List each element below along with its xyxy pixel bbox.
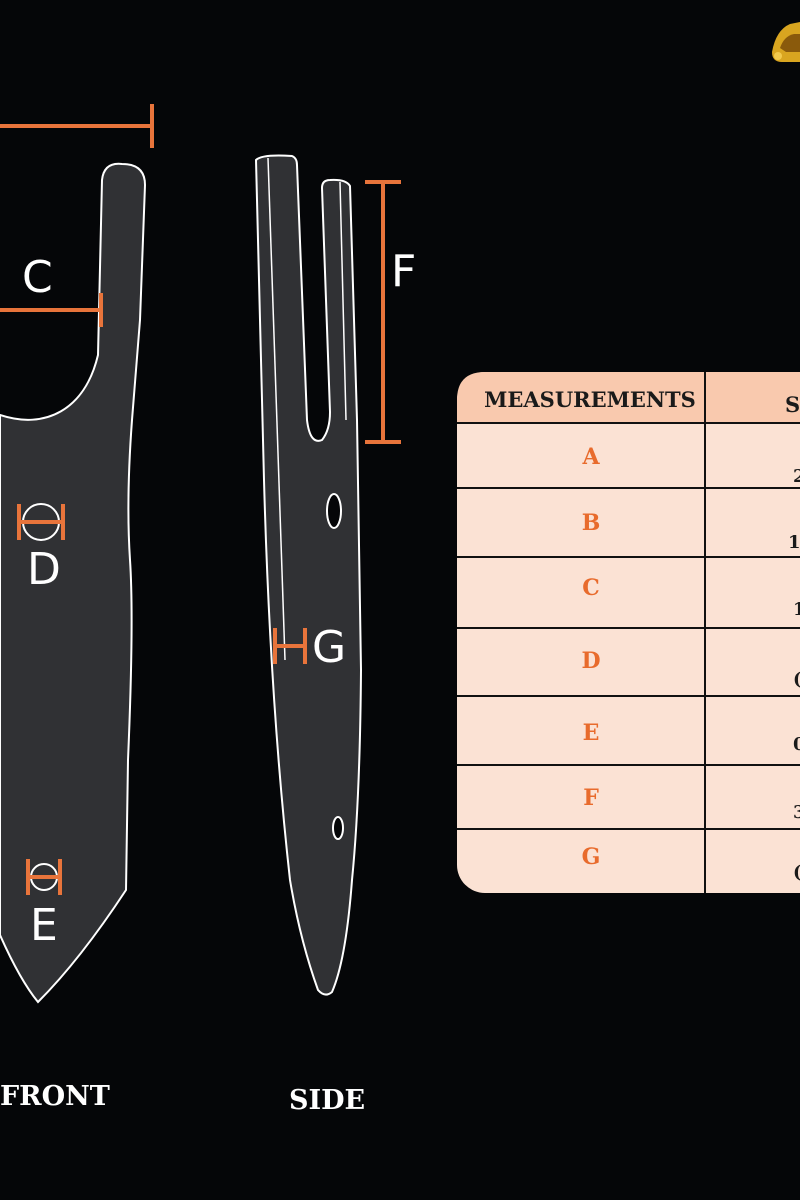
table-row-value: 3 [793, 802, 800, 823]
side-outline [254, 154, 363, 996]
table-row-label: B [582, 510, 601, 536]
table-row-label: G [582, 844, 601, 870]
side-inner-line-left [267, 157, 286, 661]
table-row-label: C [582, 575, 600, 601]
side-inner-line-right [339, 181, 347, 421]
table-row-value: ( [793, 669, 800, 690]
label-f: F [391, 246, 416, 297]
table-row-label: E [583, 720, 600, 746]
side-hole-lower [332, 816, 344, 840]
label-front: FRONT [0, 1081, 110, 1112]
table-row-value: 1 [793, 599, 800, 620]
table-row-label: A [581, 444, 600, 470]
table-row-value: ( [793, 862, 800, 883]
table-row-label: D [581, 648, 600, 674]
label-d: D [27, 544, 61, 595]
table-row-value: 2 [793, 466, 800, 487]
table-background [457, 372, 800, 893]
label-side: SIDE [289, 1085, 365, 1116]
gold-crest-logo-icon [772, 22, 800, 62]
front-outline [0, 162, 147, 1004]
label-e: E [30, 900, 58, 951]
table-row-label: F [583, 785, 599, 811]
measurements-table: MEASUREMENTS S A B C D E F G 2 1( 1 ( 0 … [457, 372, 800, 893]
table-row-value: 0 [793, 734, 800, 755]
table-row-value: 1( [788, 532, 800, 553]
label-g: G [312, 622, 346, 673]
label-c: C [22, 252, 53, 303]
table-header-size: S [785, 392, 800, 417]
side-hole-upper [326, 493, 342, 529]
side-view: F G [254, 154, 416, 996]
table-header-band [457, 372, 800, 423]
table-header-measurements: MEASUREMENTS [484, 387, 696, 412]
front-view: C D E [0, 104, 154, 1004]
